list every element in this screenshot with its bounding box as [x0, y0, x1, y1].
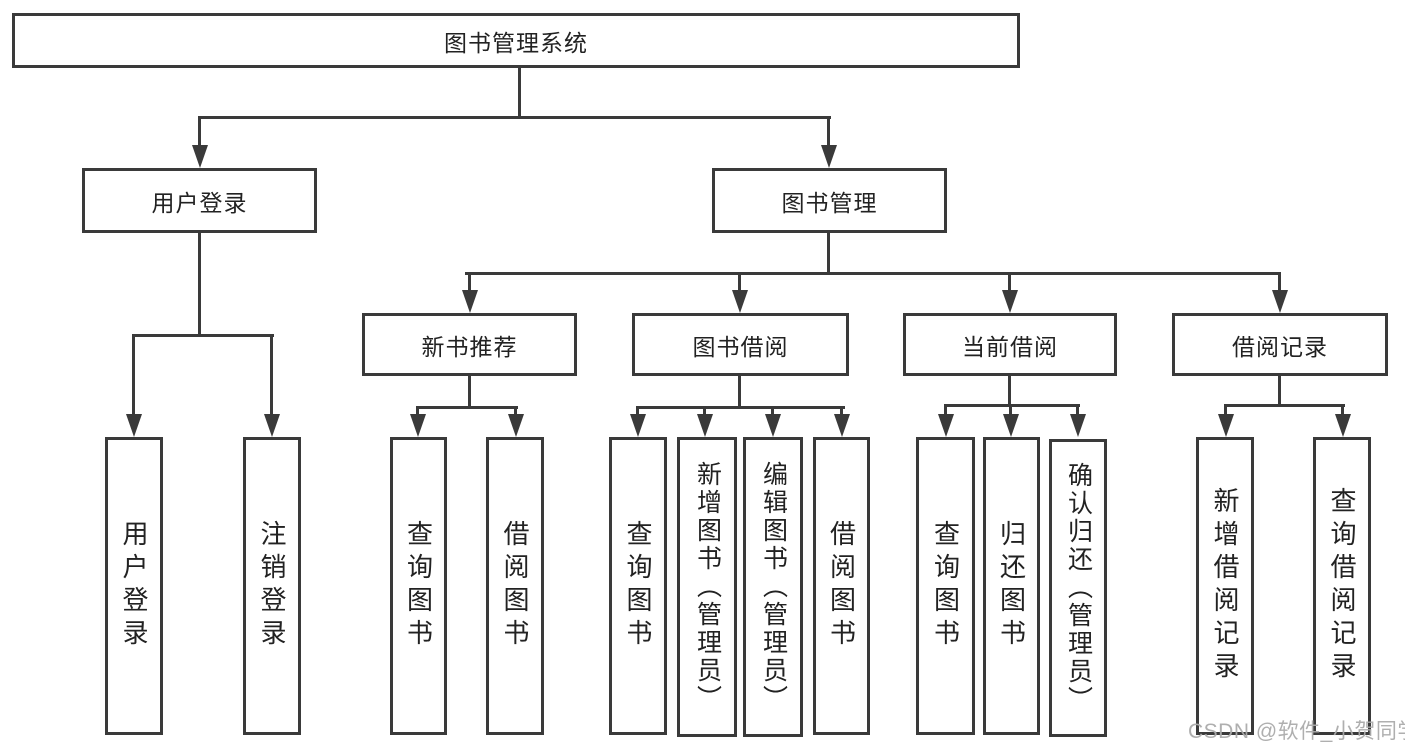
- leaf-query-books-1: 查询图书: [390, 437, 447, 735]
- connector-line: [518, 68, 521, 118]
- connector-line: [1341, 404, 1344, 415]
- arrow-down-icon: [821, 145, 837, 168]
- connector-line: [416, 406, 518, 409]
- leaf-logout: 注销登录: [243, 437, 301, 735]
- arrow-down-icon: [1070, 414, 1086, 437]
- arrow-down-icon: [1002, 290, 1018, 313]
- leaf-edit-books-admin: 编辑图书（管理员）: [743, 437, 803, 737]
- connector-line: [1009, 404, 1012, 415]
- leaf-label: 查询图书: [403, 520, 434, 652]
- connector-line: [636, 406, 845, 409]
- leaf-query-books-3: 查询图书: [916, 437, 975, 735]
- leaf-label: 新增图书（管理员）: [693, 461, 722, 713]
- connector-line: [416, 406, 419, 415]
- leaf-return-books: 归还图书: [983, 437, 1040, 735]
- arrow-down-icon: [1003, 414, 1019, 437]
- arrow-down-icon: [410, 414, 426, 437]
- node-user-login: 用户登录: [82, 168, 317, 233]
- node-borrow-records: 借阅记录: [1172, 313, 1388, 376]
- connector-line: [771, 406, 774, 415]
- leaf-label: 查询图书: [623, 520, 653, 652]
- connector-line: [738, 272, 741, 291]
- arrow-down-icon: [264, 414, 280, 437]
- leaf-borrow-books-1: 借阅图书: [486, 437, 544, 735]
- arrow-down-icon: [697, 414, 713, 437]
- connector-line: [840, 406, 843, 415]
- connector-line: [198, 233, 201, 336]
- connector-line: [198, 116, 831, 119]
- connector-line: [1076, 404, 1079, 415]
- connector-line: [132, 334, 135, 415]
- leaf-confirm-return-admin: 确认归还（管理员）: [1049, 439, 1107, 737]
- leaf-borrow-books-2: 借阅图书: [813, 437, 870, 735]
- connector-line: [636, 406, 639, 415]
- connector-line: [468, 376, 471, 409]
- connector-line: [1278, 376, 1281, 407]
- connector-line: [944, 404, 1080, 407]
- node-book-borrow: 图书借阅: [632, 313, 849, 376]
- connector-line: [827, 233, 830, 274]
- leaf-query-borrow-record: 查询借阅记录: [1313, 437, 1371, 735]
- connector-line: [1008, 376, 1011, 407]
- connector-line: [198, 116, 201, 147]
- arrow-down-icon: [192, 145, 208, 168]
- arrow-down-icon: [732, 290, 748, 313]
- leaf-label: 注销登录: [257, 520, 287, 652]
- connector-line: [1224, 404, 1227, 415]
- connector-line: [132, 334, 274, 337]
- arrow-down-icon: [1335, 414, 1351, 437]
- node-root-library-system: 图书管理系统: [12, 13, 1020, 68]
- node-current-borrow: 当前借阅: [903, 313, 1117, 376]
- node-new-book-recommend: 新书推荐: [362, 313, 577, 376]
- node-book-management: 图书管理: [712, 168, 947, 233]
- connector-line: [738, 376, 741, 409]
- leaf-label: 归还图书: [996, 520, 1027, 652]
- leaf-label: 查询图书: [930, 520, 961, 652]
- connector-line: [1008, 272, 1011, 291]
- connector-line: [827, 116, 830, 147]
- arrow-down-icon: [938, 414, 954, 437]
- connector-line: [270, 334, 273, 415]
- arrow-down-icon: [508, 414, 524, 437]
- arrow-down-icon: [765, 414, 781, 437]
- arrow-down-icon: [1218, 414, 1234, 437]
- leaf-user-login: 用户登录: [105, 437, 163, 735]
- leaf-label: 借阅图书: [500, 520, 530, 652]
- arrow-down-icon: [462, 290, 478, 313]
- leaf-label: 查询借阅记录: [1327, 487, 1357, 685]
- arrow-down-icon: [834, 414, 850, 437]
- leaf-label: 新增借阅记录: [1210, 487, 1240, 685]
- leaf-label: 确认归还（管理员）: [1064, 462, 1093, 714]
- leaf-add-books-admin: 新增图书（管理员）: [677, 437, 737, 737]
- connector-line: [944, 404, 947, 415]
- csdn-watermark: CSDN @软件_小贺同学: [1188, 720, 1405, 743]
- arrow-down-icon: [1272, 290, 1288, 313]
- connector-line: [1278, 272, 1281, 291]
- connector-line: [514, 406, 517, 415]
- arrow-down-icon: [630, 414, 646, 437]
- connector-line: [465, 272, 1281, 275]
- leaf-query-books-2: 查询图书: [609, 437, 667, 735]
- leaf-add-borrow-record: 新增借阅记录: [1196, 437, 1254, 735]
- connector-line: [1224, 404, 1345, 407]
- leaf-label: 编辑图书（管理员）: [759, 461, 788, 713]
- connector-line: [703, 406, 706, 415]
- leaf-label: 借阅图书: [826, 520, 857, 652]
- leaf-label: 用户登录: [119, 520, 149, 652]
- connector-line: [468, 272, 471, 291]
- arrow-down-icon: [126, 414, 142, 437]
